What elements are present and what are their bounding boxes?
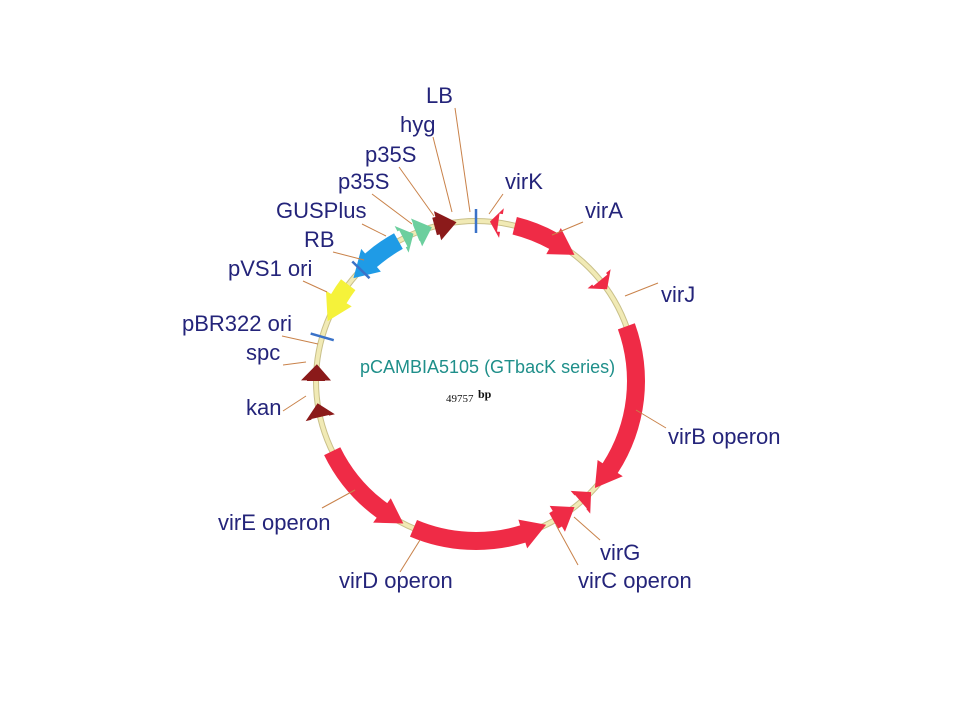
leader-spc: [282, 361, 307, 366]
plasmid-size: 49757: [446, 393, 474, 405]
feature-vird: [409, 519, 547, 550]
feature-virj: [587, 269, 611, 290]
leader-vira: [551, 221, 584, 236]
label-rb: RB: [304, 227, 335, 252]
label-kan: kan: [246, 395, 281, 420]
leader-kan: [282, 395, 307, 412]
feature-virc: [549, 505, 575, 532]
feature-arcs: [301, 208, 646, 550]
leader-p35s-2: [371, 193, 413, 225]
leader-virb: [635, 409, 667, 429]
label-vira: virA: [585, 198, 623, 223]
leader-vird: [399, 539, 421, 573]
label-p35s-1: p35S: [365, 142, 416, 167]
leader-rb: [332, 251, 365, 261]
feature-p35s-1: [411, 218, 432, 247]
label-gusplus: GUSPlus: [276, 198, 366, 223]
feature-p35s-2: [394, 226, 414, 253]
leader-virk: [488, 193, 504, 215]
feature-pbr322-ori: [310, 332, 335, 342]
feature-kan: [305, 403, 335, 422]
feature-vira: [512, 217, 575, 255]
leader-virg: [573, 516, 601, 541]
label-virk: virK: [505, 169, 543, 194]
leader-p35s-1: [398, 166, 435, 217]
plasmid-name: pCAMBIA5105 (GTbacK series): [360, 357, 615, 377]
label-virg: virG: [600, 540, 640, 565]
leader-vire: [321, 489, 356, 509]
feature-rb: [351, 260, 371, 280]
feature-pvs1-ori: [325, 279, 356, 322]
label-vird: virD operon: [339, 568, 453, 593]
feature-virg: [570, 490, 592, 514]
feature-hyg: [432, 211, 457, 241]
leader-virj: [624, 282, 659, 297]
label-lb: LB: [426, 83, 453, 108]
feature-vire: [324, 447, 404, 524]
label-vire: virE operon: [218, 510, 331, 535]
feature-gusplus: [353, 233, 403, 279]
label-virj: virJ: [661, 282, 695, 307]
label-spc: spc: [246, 340, 280, 365]
feature-spc: [301, 364, 332, 381]
leader-hyg: [432, 136, 453, 213]
label-pvs1-ori: pVS1 ori: [228, 256, 312, 281]
label-p35s-2: p35S: [338, 169, 389, 194]
label-virc: virC operon: [578, 568, 692, 593]
label-virb: virB operon: [668, 424, 781, 449]
leader-gusplus: [361, 223, 387, 237]
leader-pbr322-ori: [281, 335, 319, 345]
leader-pvs1-ori: [302, 280, 328, 293]
feature-virk: [489, 208, 504, 238]
plasmid-size-unit: bp: [478, 387, 492, 401]
label-pbr322-ori: pBR322 ori: [182, 311, 292, 336]
label-hyg: hyg: [400, 112, 435, 137]
feature-virb: [594, 323, 646, 489]
leader-lb: [454, 107, 471, 213]
label-leaders: [281, 107, 667, 573]
leader-virc: [555, 524, 579, 566]
